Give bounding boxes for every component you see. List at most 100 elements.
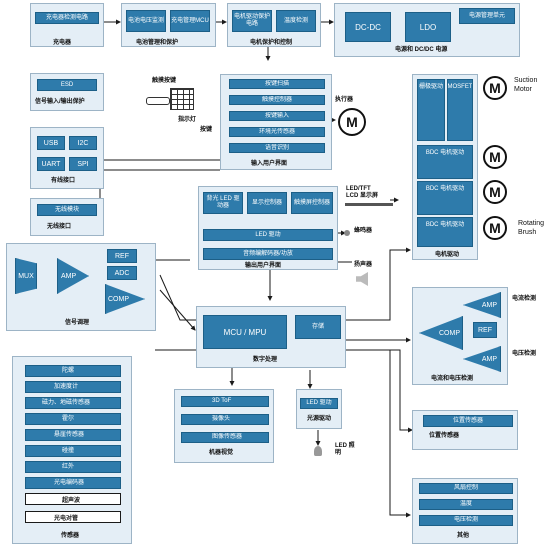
power-mgmt-block: 电源管理单元 [459, 8, 515, 24]
motor-ctrl-caption: 电机保护和控制 [250, 40, 293, 46]
input-item: 语音识别 [229, 143, 325, 153]
ref-block: REF [107, 249, 137, 263]
wireless-group: 无线模块 无线接口 [30, 198, 104, 236]
position-group: 位置传感器 位置传感器 [412, 410, 518, 450]
battery-caption: 电池管理和保护 [136, 40, 179, 46]
charger-detect-block: 充电器检测电路 [35, 12, 99, 24]
display-group: 背光 LED 驱动器 显示控制器 触摸屏控制器 LED 驱动 音频编解码器/功放… [198, 186, 338, 270]
sensor-white-item: 超声波 [25, 493, 121, 505]
power-caption: 电源和 DC/DC 电源 [395, 47, 448, 53]
led-bulb-icon [314, 446, 322, 456]
esd-group: ESD 信号输入/输出保护 [30, 73, 104, 111]
sensors-caption: 传感器 [61, 533, 80, 539]
bdc-driver-block: BDC 电机驱动 [417, 217, 473, 247]
sensor-item: 加速度计 [25, 381, 121, 393]
spi-block: SPI [69, 157, 97, 171]
bdc-driver-block: BDC 电机驱动 [417, 145, 473, 179]
actuator-motor-icon: M [338, 108, 366, 136]
others-caption: 其他 [457, 533, 470, 539]
motor-icon: M [483, 180, 507, 204]
adc-block: ADC [107, 266, 137, 280]
others-item: 温度 [419, 499, 513, 510]
esd-block: ESD [37, 79, 97, 91]
power-group: DC-DC LDO 电源管理单元 电源和 DC/DC 电源 [334, 3, 520, 57]
battery-block-1: 电池电压监测 [126, 10, 166, 32]
led-light-label: LED 照明 [335, 443, 355, 456]
sensor-item: 陀螺 [25, 365, 121, 377]
others-item: 电压检测 [419, 515, 513, 526]
charger-group: 充电器检测电路 充电器 [30, 3, 104, 47]
sensor-item: 光电编码器 [25, 477, 121, 489]
sensor-white-item: 光电对管 [25, 511, 121, 523]
motor-ctrl-block-2: 温度检测 [276, 10, 316, 32]
mosfet-block: MOSFET [447, 79, 473, 141]
button-label: 按键 [200, 127, 213, 133]
led-caption: 光源驱动 [307, 416, 332, 422]
touch-key-label: 触摸按键 [152, 78, 177, 84]
display-wide-item: LED 驱动 [203, 229, 333, 241]
position-caption: 位置传感器 [429, 433, 460, 439]
current-caption: 电流和电压检测 [431, 376, 474, 382]
sensor-item: 红外 [25, 461, 121, 473]
led-group: LED 驱动 光源驱动 [296, 389, 342, 429]
amp-top-block: AMP [463, 292, 501, 318]
motor-icon: M [483, 145, 507, 169]
amp-block: AMP [57, 258, 89, 294]
input-item: 触摸控制器 [229, 95, 325, 105]
sensor-item: 霍尔 [25, 413, 121, 425]
sensor-item: 悬崖传感器 [25, 429, 121, 441]
vision-item: 摄像头 [181, 414, 269, 425]
voltage-detect-label: 电压检测 [512, 351, 537, 357]
signal-group: MUX AMP REF ADC COMP 信号调理 [6, 243, 156, 331]
charger-caption: 充电器 [53, 40, 72, 46]
motors-group: 栅极驱动 MOSFET BDC 电机驱动 BDC 电机驱动 BDC 电机驱动 电… [412, 74, 478, 260]
memory-block: 存储 [295, 315, 341, 339]
usb-block: USB [37, 136, 65, 150]
ref-right-block: REF [473, 322, 497, 338]
motor-ctrl-block-1: 电机驱动保护电路 [232, 10, 272, 32]
sensor-item: 磁力、地磁传感器 [25, 397, 121, 409]
input-item: 按键输入 [229, 111, 325, 121]
current-group: AMP COMP REF AMP 电流和电压检测 [412, 287, 508, 385]
amp-bottom-block: AMP [463, 346, 501, 372]
input-item: 按键扫描 [229, 79, 325, 89]
finger-icon [146, 97, 170, 105]
motor-ctrl-group: 电机驱动保护电路 温度检测 电机保护和控制 [227, 3, 321, 47]
dcdc-block: DC-DC [345, 12, 391, 42]
i2c-block: I2C [69, 136, 97, 150]
battery-group: 电池电压监测 充电管理MCU 电池管理和保护 [121, 3, 216, 47]
buzzer-icon [344, 230, 350, 236]
vision-item: 3D ToF [181, 396, 269, 407]
vision-item: 图像传感器 [181, 432, 269, 443]
suction-motor-icon: M [483, 76, 507, 100]
indicator-label: 指示灯 [178, 117, 197, 123]
suction-label: Suction Motor [514, 77, 538, 93]
current-detect-label: 电流检测 [512, 296, 537, 302]
others-item: 风扇控制 [419, 483, 513, 494]
user-input-caption: 输入用户界面 [251, 161, 288, 167]
gate-driver-block: 栅极驱动 [417, 79, 445, 141]
lcd-label: LED/TFT LCD 显示屏 [346, 186, 378, 199]
others-group: 风扇控制 温度 电压检测 其他 [412, 478, 518, 544]
actuator-label: 执行器 [335, 97, 354, 103]
ldo-block: LDO [405, 12, 451, 42]
comp-right-block: COMP [419, 316, 463, 350]
wireless-block: 无线模块 [37, 204, 97, 216]
led-driver-block: LED 驱动 [300, 398, 338, 409]
mcu-group: MCU / MPU 存储 数字处理 [196, 306, 346, 368]
display-caption: 输出用户界面 [245, 263, 282, 269]
lcd-screen [345, 203, 393, 206]
sensor-item: 碰撞 [25, 445, 121, 457]
mcu-caption: 数字处理 [253, 357, 278, 363]
user-input-group: 按键扫描 触摸控制器 按键输入 环境光传感器 语音识别 输入用户界面 [220, 74, 332, 170]
mcu-block: MCU / MPU [203, 315, 287, 349]
buzzer-label: 蜂鸣器 [354, 228, 373, 234]
signal-caption: 信号调理 [65, 320, 90, 326]
motors-caption: 电机驱动 [435, 252, 460, 258]
display-wide-item: 音频编解码器/功放 [203, 248, 333, 260]
motor-icon: M [483, 216, 507, 240]
display-item: 触摸屏控制器 [291, 192, 333, 214]
bdc-driver-block: BDC 电机驱动 [417, 181, 473, 215]
sensors-group: 陀螺 加速度计 磁力、地磁传感器 霍尔 悬崖传感器 碰撞 红外 光电编码器 超声… [12, 356, 132, 544]
comp-block: COMP [105, 284, 145, 314]
